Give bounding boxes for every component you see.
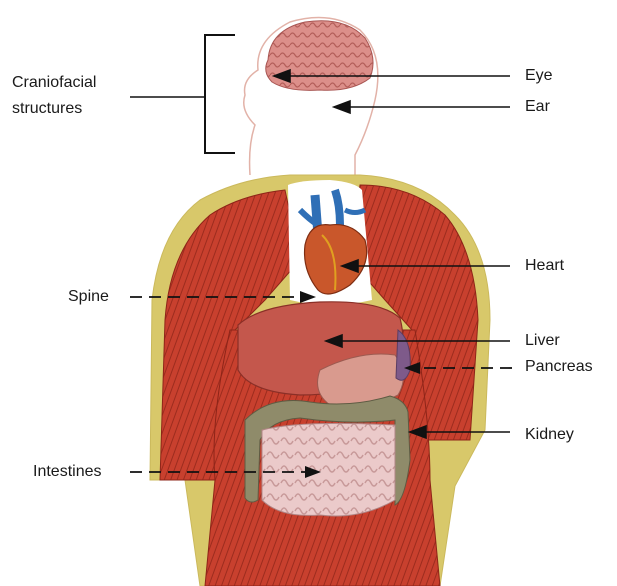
label-craniofacial-line2: structures bbox=[12, 99, 82, 119]
label-eye: Eye bbox=[525, 66, 553, 86]
label-intestines: Intestines bbox=[33, 462, 101, 482]
label-spine: Spine bbox=[68, 287, 109, 307]
label-kidney: Kidney bbox=[525, 425, 574, 445]
label-pancreas: Pancreas bbox=[525, 357, 593, 377]
label-craniofacial-line1: Craniofacial bbox=[12, 73, 96, 93]
small-intestines bbox=[262, 423, 395, 516]
label-liver: Liver bbox=[525, 331, 560, 351]
label-ear: Ear bbox=[525, 97, 550, 117]
label-heart: Heart bbox=[525, 256, 564, 276]
craniofacial-bracket bbox=[205, 35, 235, 153]
